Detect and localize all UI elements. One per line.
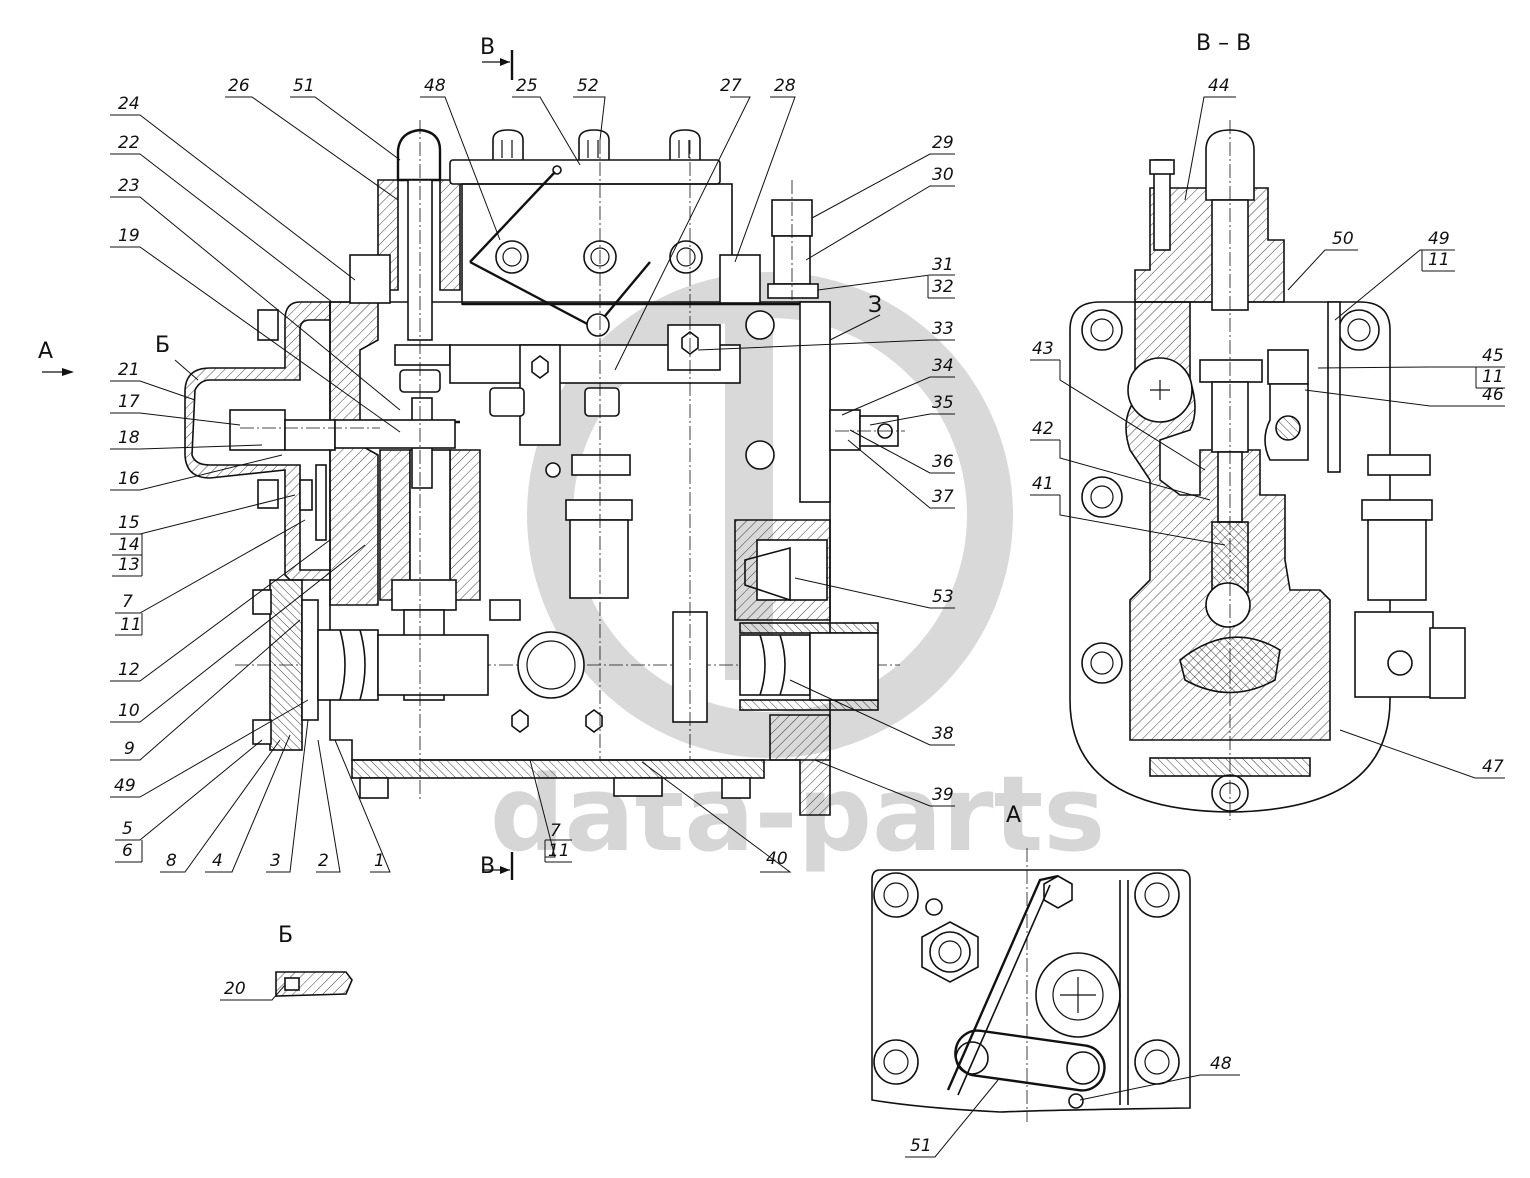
callout-23: 23 <box>118 176 140 196</box>
callout-17: 17 <box>118 392 140 412</box>
callout-51-view-a: 51 <box>910 1136 932 1156</box>
svg-text:В: В <box>480 35 495 60</box>
callout-41: 41 <box>1032 474 1054 494</box>
callout-35: 35 <box>932 393 954 413</box>
callout-40: 40 <box>766 849 788 869</box>
callout-49-left: 49 <box>114 776 136 796</box>
callout-30: 30 <box>932 165 954 185</box>
callout-46: 46 <box>1482 385 1504 405</box>
callout-11-bb-45: 11 <box>1482 367 1504 387</box>
callout-15: 15 <box>118 513 140 533</box>
callout-42: 42 <box>1032 419 1054 439</box>
section-bb-view: В – В <box>1069 31 1466 820</box>
cam <box>517 631 585 699</box>
callout-44: 44 <box>1208 76 1230 96</box>
callout-28: 28 <box>774 76 796 96</box>
callout-13: 13 <box>118 555 140 575</box>
callout-34: 34 <box>932 356 954 376</box>
callout-5: 5 <box>122 819 133 839</box>
section-bb-title: В – В <box>1196 31 1251 56</box>
view-a-arrow: А <box>38 339 74 376</box>
callout-16: 16 <box>118 469 140 489</box>
callout-4: 4 <box>212 851 223 871</box>
callout-18: 18 <box>118 428 140 448</box>
callout-48-main: 48 <box>424 76 446 96</box>
section-mark-bottom: В <box>480 852 514 880</box>
delivery-caps <box>492 129 701 160</box>
svg-text:А: А <box>38 339 53 364</box>
callout-48-view-a: 48 <box>1210 1054 1232 1074</box>
leader-lines <box>110 96 1505 1158</box>
callout-53: 53 <box>932 587 954 607</box>
callout-51-main: 51 <box>293 76 315 96</box>
callout-7-left: 7 <box>122 592 133 612</box>
callout-31: 31 <box>932 255 954 275</box>
svg-text:В: В <box>480 854 495 879</box>
callout-10: 10 <box>118 701 140 721</box>
top-cover <box>449 159 721 185</box>
detail-z-mark: З <box>868 293 882 318</box>
callout-19: 19 <box>118 226 140 246</box>
callout-33: 33 <box>932 319 954 339</box>
section-mark-top: В <box>480 35 514 80</box>
callout-32: 32 <box>932 277 954 297</box>
callout-9: 9 <box>124 739 135 759</box>
callout-29: 29 <box>932 133 954 153</box>
callout-45: 45 <box>1482 346 1504 366</box>
callout-21: 21 <box>118 360 140 380</box>
main-section-view <box>184 120 905 816</box>
callout-14: 14 <box>118 535 140 555</box>
callout-11-bb-49: 11 <box>1428 250 1450 270</box>
detail-b-view: Б <box>275 923 353 997</box>
callout-39: 39 <box>932 785 954 805</box>
detail-b-title: Б <box>278 923 293 948</box>
callout-24: 24 <box>118 94 140 114</box>
view-a: А <box>871 803 1191 1122</box>
callout-3: 3 <box>270 851 281 871</box>
callout-25: 25 <box>516 76 538 96</box>
callout-36: 36 <box>932 452 954 472</box>
callout-50: 50 <box>1332 229 1354 249</box>
callout-1: 1 <box>374 851 385 871</box>
base-plate <box>351 759 765 779</box>
callout-labels: 24 22 23 19 21 17 18 16 15 14 13 7 11 12… <box>112 76 1505 1156</box>
callout-11-left: 11 <box>120 615 142 635</box>
callout-12: 12 <box>118 660 140 680</box>
callout-8: 8 <box>166 851 177 871</box>
callout-2: 2 <box>318 851 329 871</box>
callout-11-bottom: 11 <box>548 841 570 861</box>
detail-b-mark: Б <box>155 333 170 358</box>
callout-52: 52 <box>577 76 599 96</box>
view-a-title: А <box>1006 803 1021 828</box>
callout-27: 27 <box>720 76 742 96</box>
callout-43: 43 <box>1032 339 1054 359</box>
callout-37: 37 <box>932 487 954 507</box>
callout-6: 6 <box>122 841 133 861</box>
callout-38: 38 <box>932 724 954 744</box>
callout-26: 26 <box>228 76 250 96</box>
callout-49-bb: 49 <box>1428 229 1450 249</box>
callout-20: 20 <box>224 979 246 999</box>
callout-22: 22 <box>118 133 140 153</box>
callout-47: 47 <box>1482 757 1504 777</box>
callout-7-bottom: 7 <box>550 821 561 841</box>
